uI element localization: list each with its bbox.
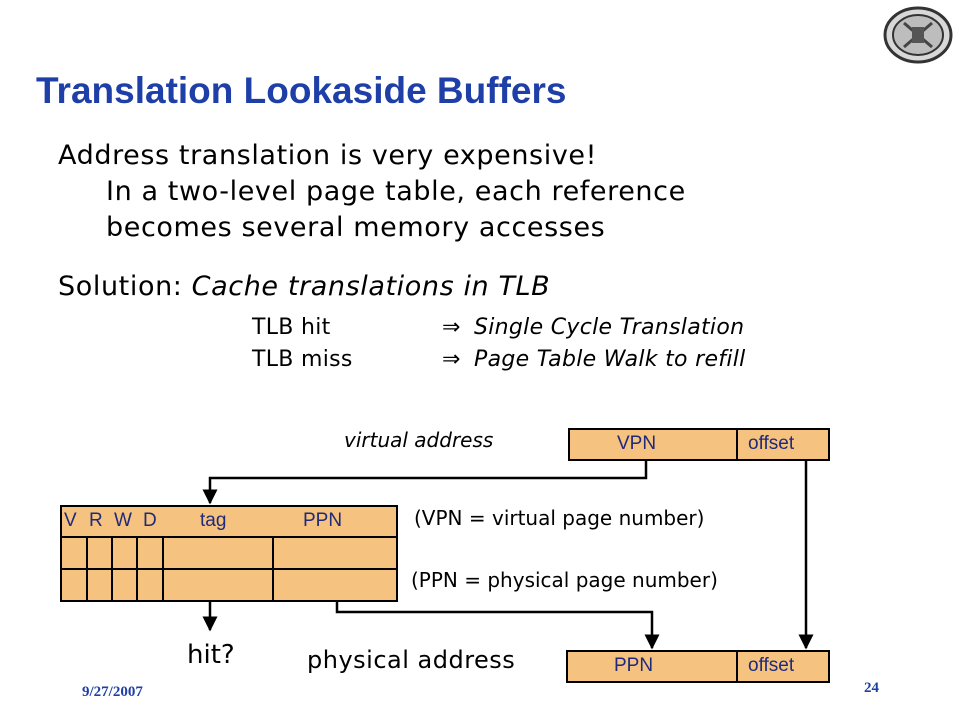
ppn-field <box>566 650 738 683</box>
tlb-hit-result: Single Cycle Translation <box>474 315 745 340</box>
hit-label: hit? <box>187 640 235 670</box>
sub-bullet-line-2: becomes several memory accesses <box>106 212 606 243</box>
physical-ppn-label: PPN <box>614 655 654 676</box>
ppn-definition: (PPN = physical page number) <box>411 568 718 592</box>
footer-date: 9/27/2007 <box>82 684 143 700</box>
tlb-grid <box>60 536 398 602</box>
vpn-definition: (VPN = virtual page number) <box>414 506 705 530</box>
header-v: V <box>64 510 77 531</box>
offset-label: offset <box>748 433 795 454</box>
tlb-miss-result: Page Table Walk to refill <box>474 347 746 372</box>
header-ppn: PPN <box>303 510 343 531</box>
bullet-solution: Solution: Cache translations in TLB <box>58 271 550 302</box>
ppn-to-physical-arrow <box>335 602 660 650</box>
vpn-to-tag-arrow <box>202 461 648 505</box>
sub-bullet-line-1: In a two-level page table, each referenc… <box>106 176 686 207</box>
header-w: W <box>114 510 132 531</box>
solution-text: Cache translations in TLB <box>191 271 551 302</box>
implies-arrow-miss: ⇒ <box>442 347 461 372</box>
physical-offset-label: offset <box>748 655 795 676</box>
vpn-label: VPN <box>617 433 657 454</box>
header-r: R <box>89 510 103 531</box>
slide-title: Translation Lookaside Buffers <box>36 70 567 111</box>
tlb-hit-label: TLB hit <box>252 315 331 340</box>
solution-prefix: Solution: <box>58 271 192 302</box>
virtual-address-label: virtual address <box>344 428 494 452</box>
header-tag: tag <box>200 510 227 531</box>
bullet-address-translation: Address translation is very expensive! <box>58 140 598 171</box>
tlb-miss-label: TLB miss <box>252 347 353 372</box>
page-number: 24 <box>864 680 879 696</box>
header-d: D <box>143 510 157 531</box>
tlb-table <box>60 505 398 602</box>
university-seal-logo <box>883 6 953 64</box>
physical-address-label: physical address <box>307 646 516 674</box>
offset-field <box>736 428 830 461</box>
physical-offset-field <box>736 650 830 683</box>
implies-arrow-hit: ⇒ <box>442 315 461 340</box>
